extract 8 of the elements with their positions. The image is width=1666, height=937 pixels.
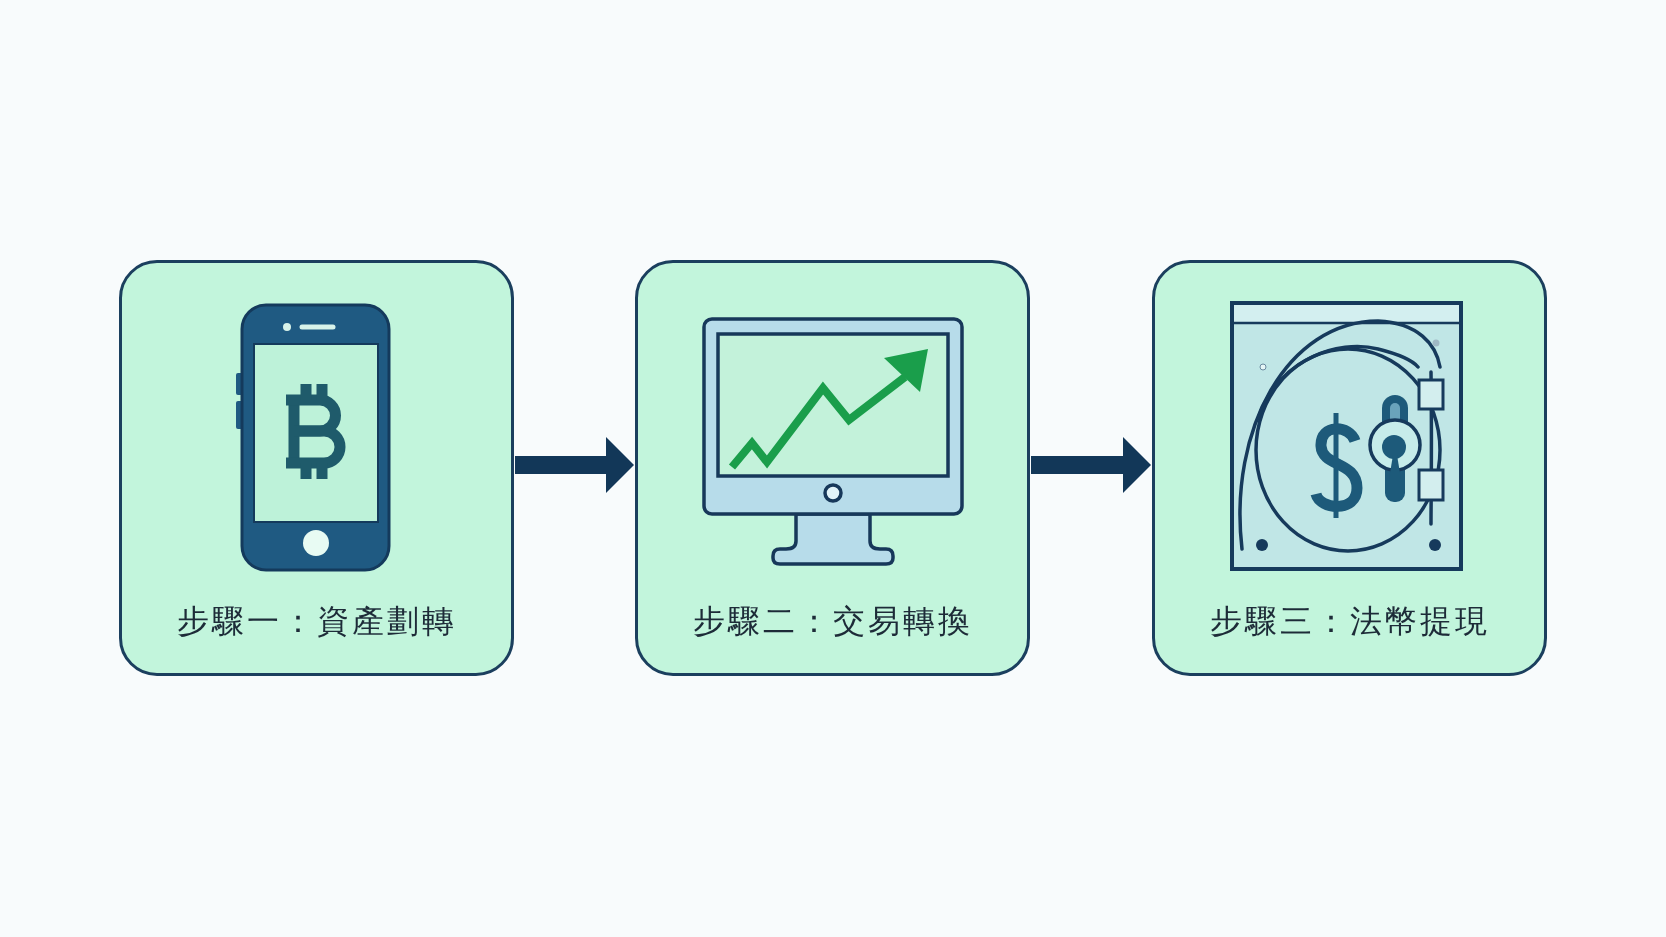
step-label: 步驟三：法幣提現: [1209, 601, 1490, 641]
arrow: [1031, 437, 1151, 493]
step-box: [119, 260, 514, 676]
step-box: [635, 260, 1030, 676]
step-label: 步驟二：交易轉換: [692, 601, 973, 641]
step-box: [1152, 260, 1547, 676]
arrow: [515, 437, 634, 493]
step-label: 步驟一：資產劃轉: [176, 601, 457, 641]
